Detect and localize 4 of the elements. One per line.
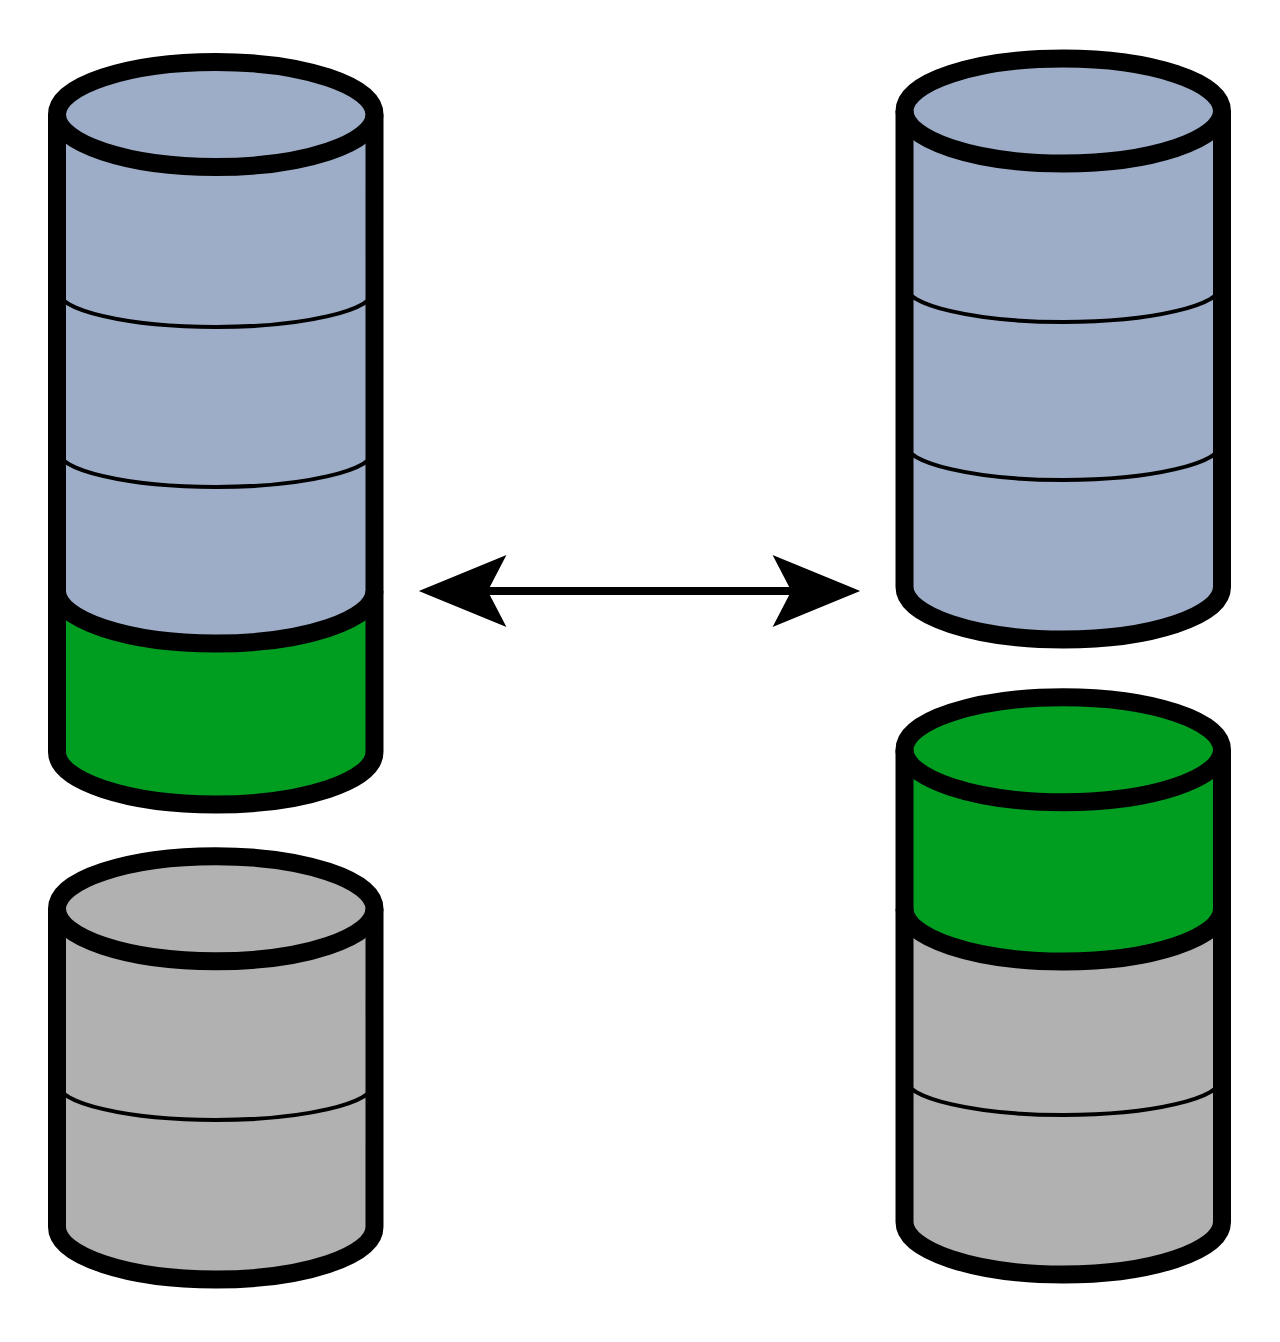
cylinder <box>895 49 1231 649</box>
cylinder <box>895 688 1231 1284</box>
cylinder <box>48 847 384 1289</box>
cylinder <box>48 53 384 814</box>
